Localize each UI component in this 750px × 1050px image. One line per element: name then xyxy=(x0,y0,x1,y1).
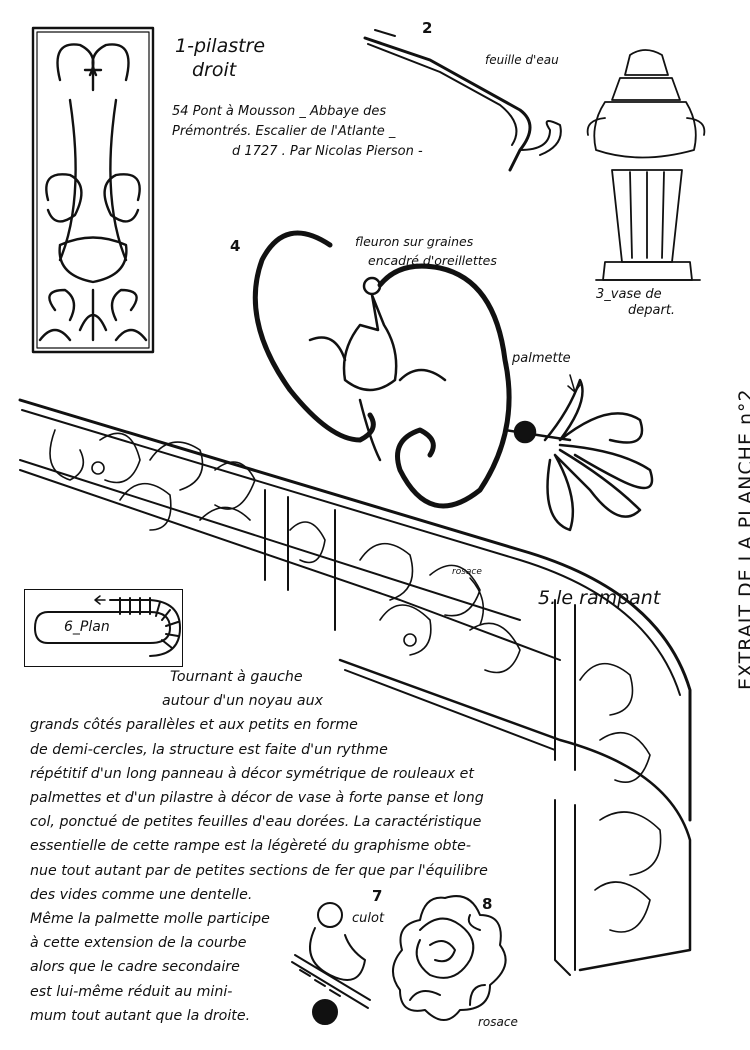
pilastre-label-2: droit xyxy=(192,59,237,81)
label-num-7: 7 xyxy=(372,887,383,905)
label-num-8: 8 xyxy=(482,895,493,913)
text-line: Même la palmette molle participe xyxy=(30,911,270,928)
text-line: à cette extension de la courbe xyxy=(30,935,247,952)
palmette-label: palmette xyxy=(512,351,571,366)
text-line: Tournant à gauche xyxy=(170,669,303,685)
rosace-drawing xyxy=(392,895,507,1021)
text-line: de demi-cercles, la structure est faite … xyxy=(30,741,388,758)
vase-label-2: depart. xyxy=(628,303,676,318)
feuille-eau-drawing xyxy=(363,29,562,172)
source-line-1: 54 Pont à Mousson _ Abbaye des xyxy=(172,104,387,119)
annotation-arrows xyxy=(469,374,581,626)
rosace-label: rosace xyxy=(478,1015,518,1029)
rampant-drawing xyxy=(18,398,692,976)
source-line-3: d 1727 . Par Nicolas Pierson - xyxy=(232,144,423,159)
feuille-eau-label: feuille d'eau xyxy=(485,53,559,67)
rosace-small-label: rosace xyxy=(452,567,482,577)
vase-label: 3_vase de xyxy=(596,287,662,302)
source-line-2: Prémontrés. Escalier de l'Atlante _ xyxy=(172,124,396,139)
label-num-4: 4 xyxy=(230,237,241,255)
side-title: EXTRAIT DE LA PLANCHE n°2 xyxy=(735,388,750,690)
text-line: palmettes et d'un pilastre à décor de va… xyxy=(30,790,484,807)
rampant-label: 5.le rampant xyxy=(538,587,661,609)
plan-frame xyxy=(24,589,183,667)
pilastre-label: 1-pilastre xyxy=(175,35,266,57)
text-line: essentielle de cette rampe est la légère… xyxy=(30,838,471,855)
culot-label: culot xyxy=(352,911,385,926)
culot-drawing xyxy=(291,902,371,1025)
text-line: col, ponctué de petites feuilles d'eau d… xyxy=(30,814,482,831)
fleuron-drawing xyxy=(252,230,654,532)
text-line: répétitif d'un long panneau à décor symé… xyxy=(30,765,474,782)
text-line: nue tout autant par de petites sections … xyxy=(30,862,488,879)
fleuron-label: fleuron sur graines xyxy=(355,234,474,249)
text-line: des vides comme une dentelle. xyxy=(30,886,253,903)
text-line: est lui-même réduit au mini- xyxy=(30,983,233,1000)
fleuron-label-2: encadré d'oreillettes xyxy=(368,253,497,268)
text-line: mum tout autant que la droite. xyxy=(30,1007,251,1024)
pilastre-drawing xyxy=(31,26,155,354)
description-text: Tournant à gauche autour d'un noyau aux … xyxy=(30,665,530,1028)
text-line: alors que le cadre secondaire xyxy=(30,959,240,976)
label-num-2: 2 xyxy=(422,19,433,37)
text-line: autour d'un noyau aux xyxy=(162,693,324,710)
plan-drawing xyxy=(34,595,181,657)
text-line: grands côtés parallèles et aux petits en… xyxy=(30,717,358,734)
vase-drawing xyxy=(586,49,706,281)
plan-label: 6_Plan xyxy=(64,619,110,635)
